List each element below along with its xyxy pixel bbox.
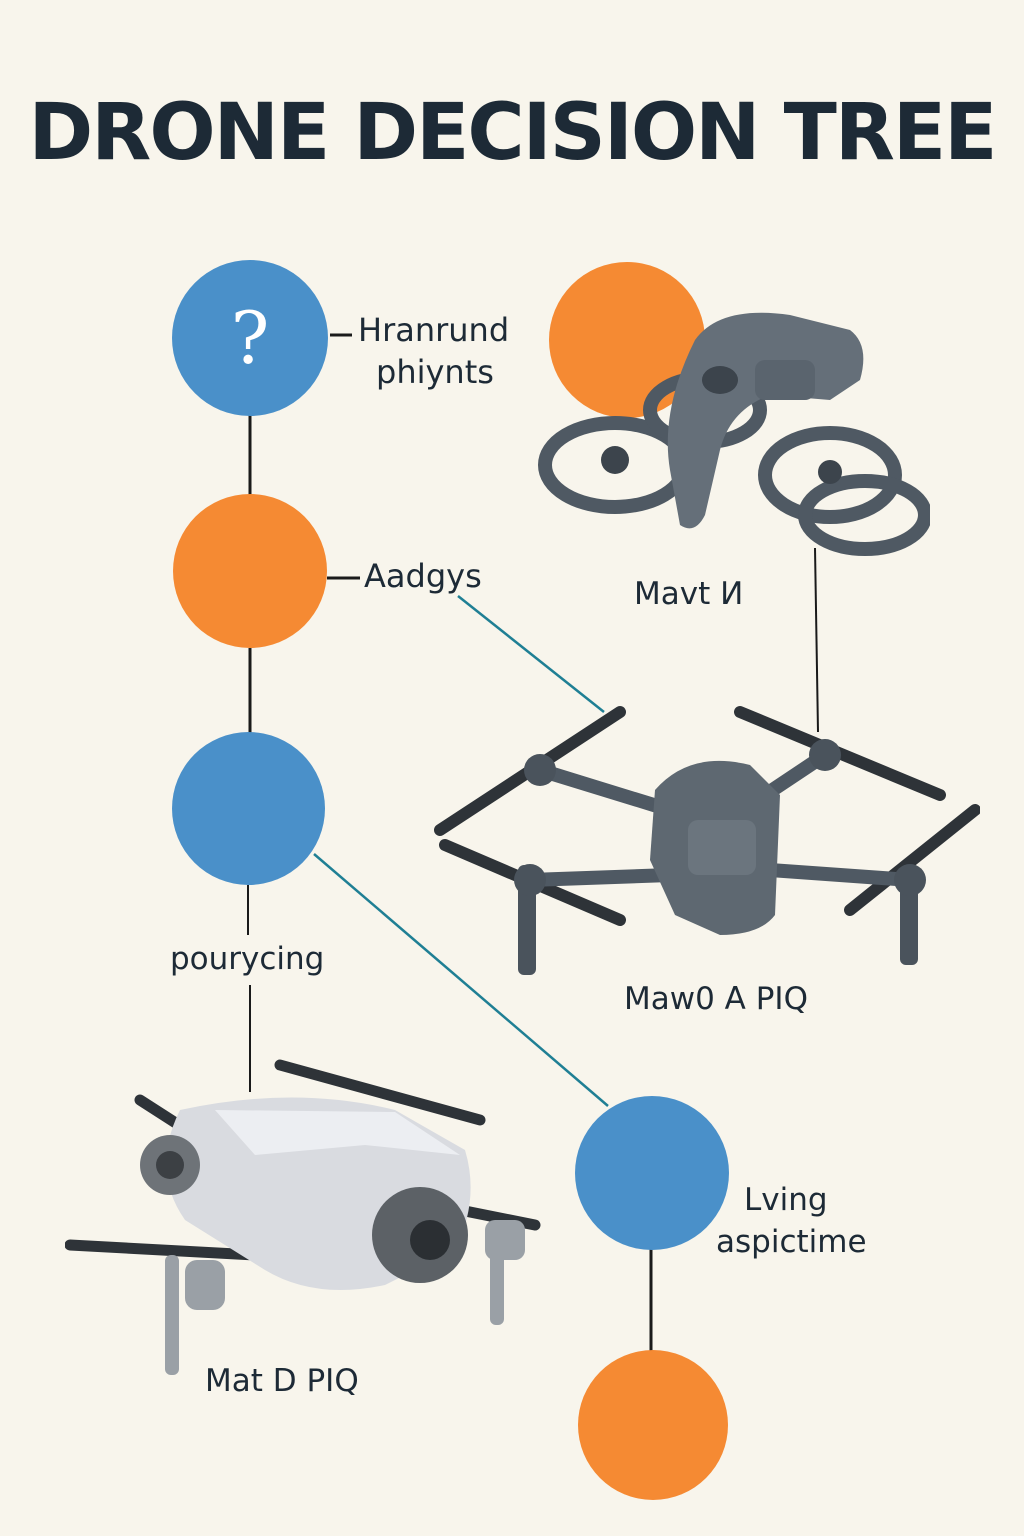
link-n3-n5 (313, 853, 609, 1107)
decision-node-2 (173, 494, 327, 648)
node-1-label-line2: phiynts (376, 352, 494, 391)
drone-bottom-left-name: Mat D PIQ (205, 1363, 359, 1399)
node-3-label: pourycing (170, 941, 325, 977)
link-drone-top-drone-mid (814, 547, 819, 733)
question-mark-icon: ? (230, 296, 270, 380)
drone-top-right-name: Mavt И (634, 576, 744, 612)
drone-bottom-left-image (65, 1059, 541, 1375)
node-1-label-line1: Hranrund (358, 311, 510, 349)
drone-top-right-image (538, 312, 930, 556)
node-1-label: Hranrund phiynts (358, 310, 509, 393)
node-2-label: Aadgys (364, 557, 482, 595)
decision-node-3 (172, 732, 325, 885)
link-aadgys-drone-mid (457, 595, 605, 713)
decision-node-6 (578, 1350, 728, 1500)
drone-middle-right-name: Maw0 A PIQ (624, 981, 808, 1017)
decision-node-5 (575, 1096, 729, 1250)
node-5-label: Lving aspictime (716, 1180, 867, 1264)
decision-node-1: ? (172, 260, 328, 416)
drone-middle-right-image (434, 706, 980, 975)
page-title: DRONE DECISION TREE (28, 88, 998, 178)
node-5-label-line1: Lving (744, 1182, 828, 1218)
node-5-label-line2: aspictime (716, 1223, 867, 1260)
